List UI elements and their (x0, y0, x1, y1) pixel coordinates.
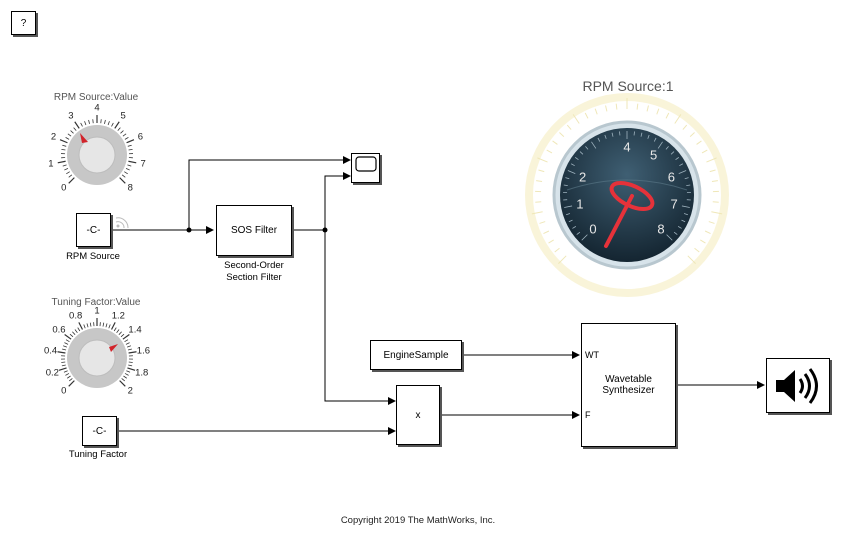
sos-filter-caption: Second-Order Section Filter (200, 260, 308, 284)
sos-filter-label: SOS Filter (230, 225, 278, 236)
rpm-knob-tick-label: 6 (137, 131, 144, 143)
rpm-knob-tick-label: 0 (61, 182, 67, 194)
tuning-knob-tick-label: 1.2 (111, 310, 125, 322)
rpm-source-label: -C- (86, 224, 101, 236)
rpm-knob-tick-label: 2 (50, 131, 57, 143)
tuning-knob-tick-label: 1.8 (135, 367, 149, 379)
scope-screen-icon (355, 156, 377, 172)
rpm-source-block[interactable]: -C- (76, 213, 111, 247)
tuning-knob-tick-label: 0.2 (45, 367, 59, 379)
gauge-scale-label: 8 (657, 221, 665, 237)
help-button[interactable]: ? (11, 11, 36, 35)
gauge-scale-label: 2 (579, 169, 587, 185)
line-rpm-to-scope (188, 156, 351, 230)
tuning-knob-graphic (57, 318, 137, 388)
gauge-title: RPM Source:1 (582, 78, 674, 94)
gauge-scale-label: 0 (589, 221, 597, 237)
gauge-scale-label: 7 (670, 196, 678, 212)
wavetable-label-line1: Wavetable (605, 374, 652, 385)
wavetable-port-f: F (585, 410, 591, 420)
engine-sample-block[interactable]: EngineSample (370, 340, 462, 370)
tuning-knob-tick-label: 2 (127, 385, 133, 397)
sos-filter-caption-line1: Second-Order (224, 260, 284, 271)
tuning-factor-block[interactable]: -C- (82, 416, 117, 446)
tuning-knob-tick-label: 0.4 (43, 345, 58, 357)
rpm-knob-graphic (57, 115, 137, 185)
tuning-factor-label: -C- (92, 425, 107, 437)
rpm-knob-title: RPM Source:Value (53, 92, 139, 103)
tuning-knob-tick-label: 0 (61, 385, 67, 397)
wireless-icon (115, 217, 129, 229)
rpm-source-caption: RPM Source (66, 251, 120, 262)
tuning-knob-pointer (109, 344, 118, 352)
engine-sample-label: EngineSample (383, 349, 449, 361)
speaker-icon (776, 367, 818, 404)
tuning-factor-caption: Tuning Factor (68, 449, 128, 460)
tuning-knob-tick-label: 1.4 (128, 324, 142, 336)
tuning-knob[interactable] (67, 328, 127, 388)
rpm-gauge-graphic (525, 93, 729, 297)
tuning-knob-tick-label: 1 (94, 305, 100, 317)
gauge-scale-label: 5 (650, 147, 658, 163)
rpm-knob-tick-label: 4 (94, 102, 100, 114)
tuning-knob-tick-label: 1.6 (136, 345, 151, 357)
rpm-knob[interactable] (67, 125, 127, 185)
copyright-text: Copyright 2019 The MathWorks, Inc. (340, 515, 496, 526)
wavetable-label-line2: Synthesizer (602, 385, 655, 396)
sos-filter-block[interactable]: SOS Filter (216, 205, 292, 256)
line-sos-to-scope (324, 172, 351, 230)
audio-device-writer-block[interactable] (766, 358, 830, 413)
rpm-knob-tick-label: 7 (140, 158, 146, 170)
rpm-knob-tick-label: 5 (120, 110, 126, 122)
wavetable-synthesizer-block[interactable]: Wavetable Synthesizer WT F (581, 323, 676, 447)
rpm-knob-tick-label: 3 (68, 110, 74, 122)
sos-filter-caption-line2: Section Filter (226, 272, 282, 283)
product-block[interactable]: x (396, 385, 440, 445)
tuning-knob-title: Tuning Factor:Value (51, 297, 141, 308)
rpm-gauge[interactable] (557, 125, 697, 265)
product-label: x (415, 409, 421, 421)
line-sos-to-product (324, 230, 396, 405)
gauge-scale-label: 6 (667, 169, 675, 185)
rpm-knob-tick-label: 1 (48, 158, 54, 170)
scope-block[interactable] (351, 153, 380, 183)
gauge-scale-label: 4 (623, 139, 631, 155)
tuning-knob-tick-label: 0.6 (52, 324, 66, 336)
rpm-knob-pointer (80, 133, 88, 143)
gauge-scale-label: 1 (576, 196, 584, 212)
wavetable-port-wt: WT (585, 350, 599, 360)
help-button-label: ? (20, 17, 27, 29)
rpm-knob-tick-label: 8 (127, 182, 133, 194)
tuning-knob-tick-label: 0.8 (69, 310, 83, 322)
